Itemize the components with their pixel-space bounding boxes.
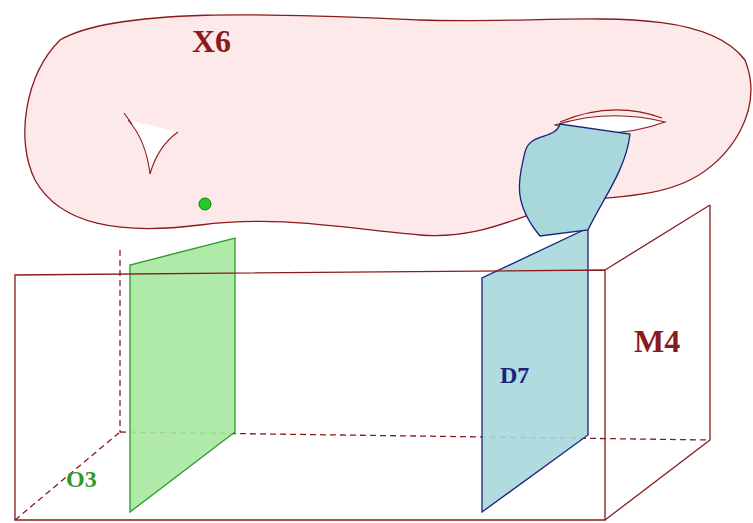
back-edge	[119, 250, 120, 432]
box-edge	[605, 440, 710, 520]
manifold-surface	[25, 15, 751, 236]
node-label: O3	[64, 464, 99, 494]
box-edge	[709, 205, 710, 440]
spacetime-box	[15, 205, 710, 520]
spacetime-node: M4O3 D7	[10, 200, 720, 523]
manifold-node: X6	[25, 5, 753, 240]
handle-hole	[124, 113, 132, 124]
o3-plane	[130, 238, 235, 512]
handle-hole	[560, 110, 662, 122]
node-label: D7	[498, 360, 531, 390]
handle-hole	[128, 120, 178, 174]
box-front	[15, 270, 605, 520]
d7-cycle	[519, 124, 630, 236]
node-label: M4	[632, 322, 682, 361]
brane-node: O3	[60, 238, 240, 518]
brane-node: D7	[478, 228, 593, 518]
back-edge	[15, 432, 120, 520]
box-edge	[605, 205, 710, 270]
node-label: X6	[190, 22, 233, 61]
o3-point	[199, 198, 211, 210]
